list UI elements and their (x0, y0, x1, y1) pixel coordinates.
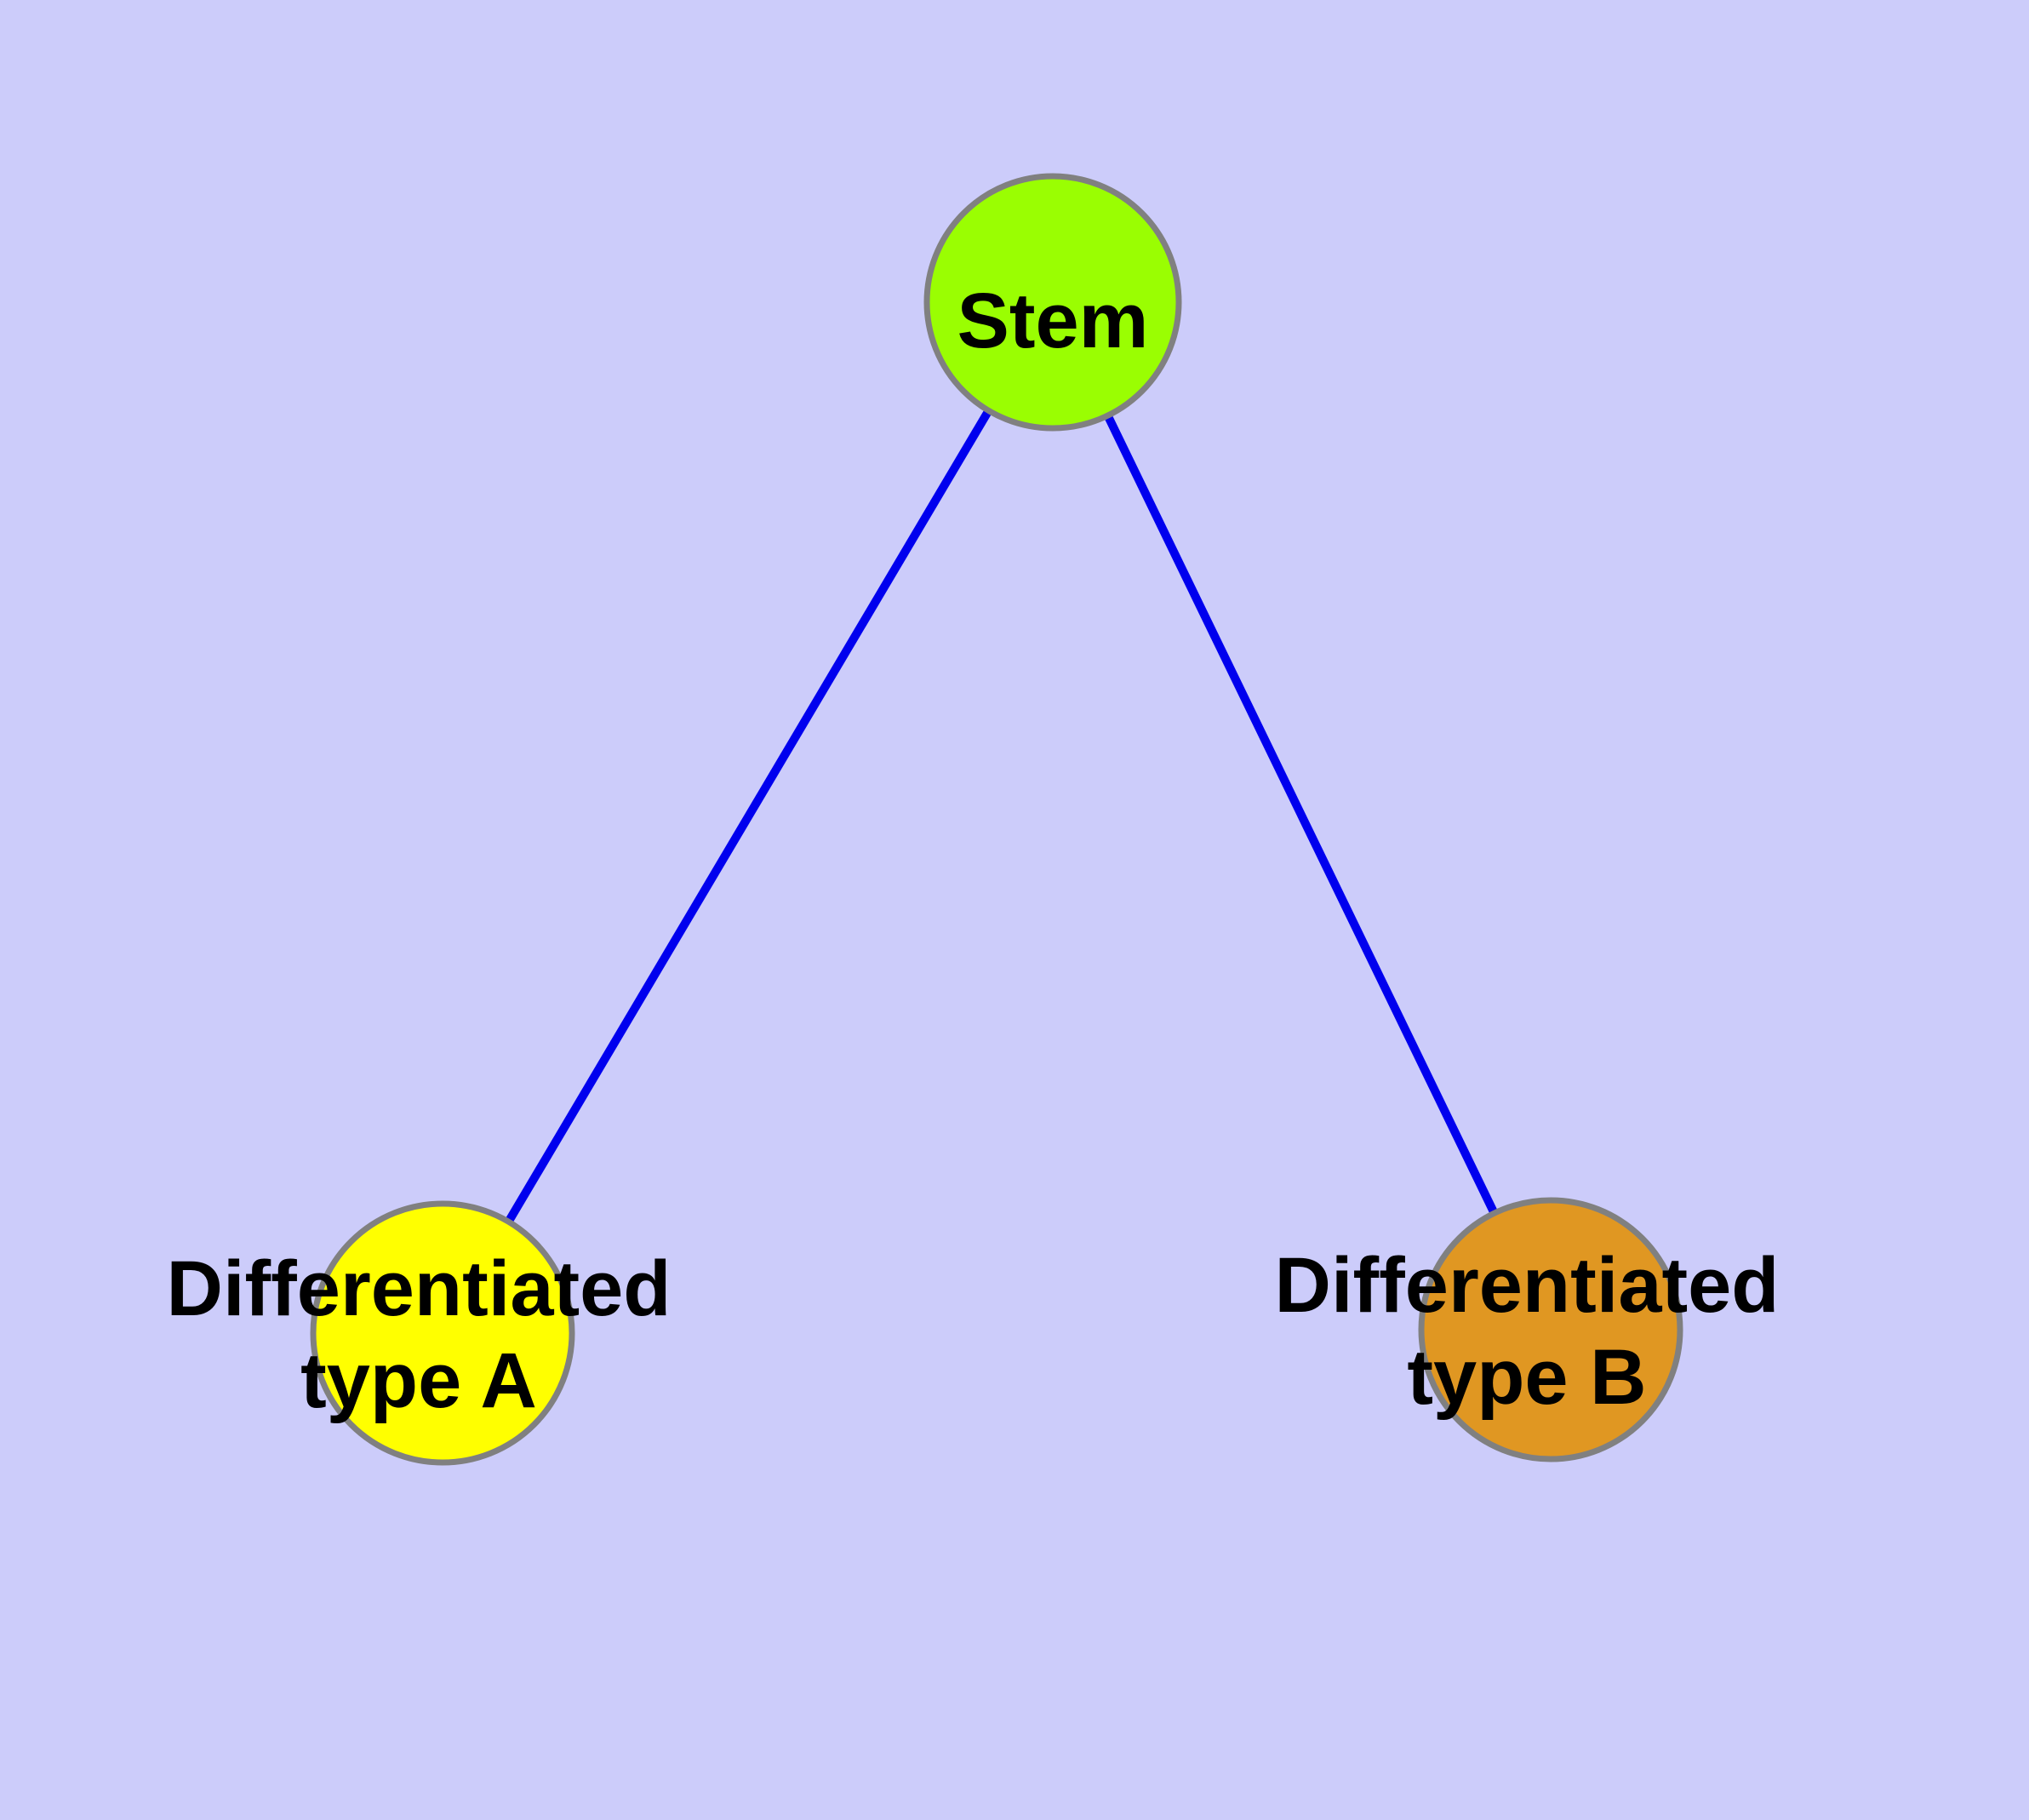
edge-stem-to-differentiated-type-a[interactable] (438, 300, 1057, 1336)
node-layer (310, 173, 1683, 1466)
stem-node-label: Stem (957, 278, 1149, 364)
node-differentiated-type-a[interactable] (310, 1200, 575, 1466)
node-stem[interactable] (923, 173, 1182, 432)
differentiated-type-b-node-circle[interactable] (1418, 1197, 1683, 1462)
node-differentiated-type-b[interactable] (1418, 1197, 1683, 1462)
differentiated-type-a-node-circle[interactable] (310, 1200, 575, 1466)
differentiated-type-b-label-line1: Differentiated (1275, 1242, 1780, 1329)
differentiated-type-b-label-line2: type B (1407, 1334, 1646, 1421)
differentiated-type-a-label-line1: Differentiated (167, 1245, 672, 1332)
edge-stem-to-differentiated-type-b[interactable] (1049, 300, 1555, 1332)
label-layer: Stem Differentiated type A Differentiate… (167, 278, 1780, 1424)
stem-node-circle[interactable] (923, 173, 1182, 432)
edge-layer (438, 300, 1555, 1336)
differentiated-type-a-label-line2: type A (300, 1337, 537, 1424)
